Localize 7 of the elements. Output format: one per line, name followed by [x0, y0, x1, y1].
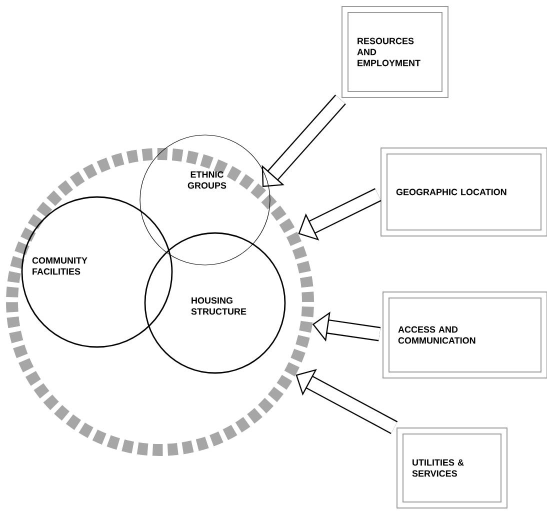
label-box: ACCESS AND COMMUNICATION — [382, 292, 547, 378]
block-arrow — [298, 188, 382, 240]
label-box: UTILITIES & SERVICES — [396, 428, 508, 508]
label-box: RESOURCES AND EMPLOYMENT — [342, 6, 448, 98]
block-arrow — [296, 369, 398, 434]
label-box: GEOGRAPHIC LOCATION — [380, 148, 547, 236]
hatched-ring — [6, 148, 314, 456]
